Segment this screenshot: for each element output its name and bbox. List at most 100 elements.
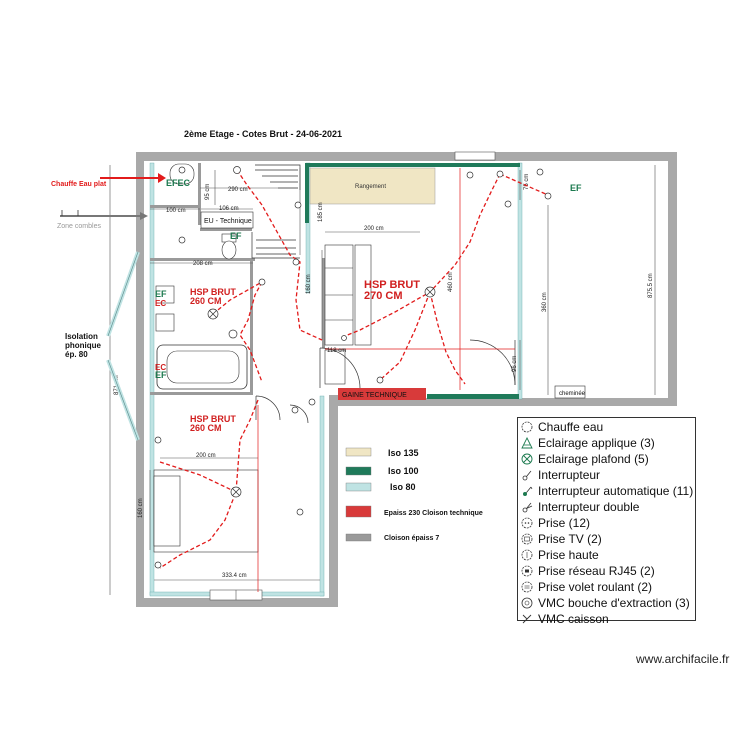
material-swatch-iso100 [345, 466, 372, 476]
iso100-walls [305, 163, 520, 399]
prise-rj45-icon [520, 564, 534, 578]
legend-row-prise-tv: Prise TV (2) [520, 531, 695, 547]
prise-icon [154, 561, 162, 569]
room-labels: HSP BRUT 260 CM HSP BRUT 270 CM HSP BRUT… [190, 279, 420, 433]
material-label-iso135: Iso 135 [388, 448, 419, 458]
legend-label: Prise réseau RJ45 (2) [538, 564, 655, 578]
dim-208: 208 cm [193, 261, 213, 267]
room-main-height: HSP BRUT [364, 279, 420, 291]
tag-ec-bath: EC [155, 363, 166, 372]
dim-290: 290 cm [228, 187, 248, 193]
legend-label: VMC bouche d'extraction (3) [538, 596, 690, 610]
legend-label: Prise haute [538, 548, 599, 562]
tag-ec-left: EC [155, 299, 166, 308]
material-label-iso80: Iso 80 [390, 482, 416, 492]
kitchen-units [324, 244, 372, 385]
room-main-height-value: 270 CM [364, 290, 403, 302]
gaine-technique-wall [338, 388, 426, 400]
vmc-caisson-icon [544, 192, 552, 200]
legend-row-eclairage-applique: Eclairage applique (3) [520, 435, 695, 451]
legend-row-chauffe-eau: Chauffe eau [520, 419, 695, 435]
legend-label: Eclairage plafond (5) [538, 452, 649, 466]
legend-label: Prise volet roulant (2) [538, 580, 653, 594]
tag-efec: EFEC [166, 178, 191, 188]
dim-160b: 160 cm [138, 498, 144, 518]
legend-row-interrupteur: Interrupteur [520, 467, 695, 483]
prise-tv-icon [520, 532, 534, 546]
prise-icon [154, 436, 162, 444]
chauffe-eau-icon [520, 420, 534, 434]
isolation-annotation: Isolation phonique ép. 80 [65, 251, 140, 441]
dim-96: 96 cm [512, 356, 518, 372]
dim-200a: 200 cm [364, 226, 384, 232]
eclairage-applique-icon [178, 236, 186, 244]
prise-icon [296, 508, 304, 516]
legend-row-prise-volet: Prise volet roulant (2) [520, 579, 695, 595]
tag-ef-small: EF [230, 231, 242, 241]
zone-combles-annotation: Zone combles [57, 210, 148, 230]
dim-75: 75 cm [524, 174, 530, 190]
legend-label: Eclairage applique (3) [538, 436, 655, 450]
dim-185: 185 cm [318, 202, 324, 222]
prise-icon [294, 201, 302, 209]
prise-icon [466, 171, 474, 179]
prise-icon [520, 516, 534, 530]
chauffe-eau-annotation: Chauffe Eau plat [51, 173, 166, 188]
dim-95: 95 cm [205, 184, 211, 200]
dim-875: 875.5 cm [648, 273, 654, 298]
prise-icon [258, 278, 266, 286]
legend-label: Prise (12) [538, 516, 591, 530]
prise-icon [536, 168, 544, 176]
vmc-caisson-icon [520, 612, 534, 626]
isolation-line-1: Isolation [65, 332, 98, 341]
chauffe-eau-plat-label: Chauffe Eau plat [51, 181, 107, 188]
legend-label: Prise TV (2) [538, 532, 602, 546]
legend-label: Interrupteur double [538, 500, 640, 514]
dim-360: 360 cm [542, 292, 548, 312]
isolation-line-3: ép. 80 [65, 350, 88, 359]
vmc-bouche-icon [520, 596, 534, 610]
material-label-cloison-7: Cloison épaiss 7 [384, 535, 439, 542]
eu-technique-box [200, 211, 254, 229]
prise-icon [291, 406, 299, 414]
legend-row-prise-rj45: Prise réseau RJ45 (2) [520, 563, 695, 579]
plan-title: 2ème Etage - Cotes Brut - 24-06-2021 [184, 129, 342, 139]
room-bedroom-height-value: 260 CM [190, 423, 222, 433]
isolation-line-2: phonique [65, 341, 102, 350]
cheminee-label: cheminée [559, 391, 586, 397]
prise-volet-icon [520, 580, 534, 594]
windows [209, 151, 496, 601]
watermark: www.archifacile.fr [636, 652, 730, 666]
prise-icon [496, 170, 504, 178]
sanitary-fixtures [155, 163, 237, 332]
partitions [150, 163, 325, 395]
legend-label: Interrupteur [538, 468, 601, 482]
legend-row-vmc-caisson: VMC caisson [520, 611, 695, 627]
room-bath-height: HSP BRUT [190, 287, 236, 297]
tag-ef-right: EF [570, 183, 582, 193]
material-swatch-iso135 [345, 447, 372, 457]
legend-label: VMC caisson [538, 612, 609, 626]
rangement-box [309, 167, 436, 205]
prise-icon [504, 200, 512, 208]
electrical-symbols [154, 166, 552, 569]
legend-label: Interrupteur automatique (11) [538, 484, 694, 498]
bathtub [156, 344, 248, 390]
dim-160a: 160 cm [306, 274, 312, 294]
prise-haute-icon [520, 548, 534, 562]
material-label-iso100: Iso 100 [388, 466, 419, 476]
vmc-bouche-icon [228, 329, 238, 339]
interrupteur-icon [341, 335, 347, 341]
legend-row-eclairage-plafond: Eclairage plafond (5) [520, 451, 695, 467]
legend-row-interrupteur-auto: Interrupteur automatique (11) [520, 483, 695, 499]
dim-460: 460 cm [448, 272, 454, 292]
prise-icon [233, 166, 241, 174]
tag-ef-left: EF [155, 289, 167, 299]
prise-icon [376, 376, 384, 384]
zone-combles-label: Zone combles [57, 223, 101, 230]
dim-200b: 200 cm [196, 453, 216, 459]
eu-technique-label: EU - Technique [204, 218, 252, 225]
legend-row-interrupteur-double: Interrupteur double [520, 499, 695, 515]
outer-walls [136, 152, 677, 607]
bed [153, 469, 259, 553]
